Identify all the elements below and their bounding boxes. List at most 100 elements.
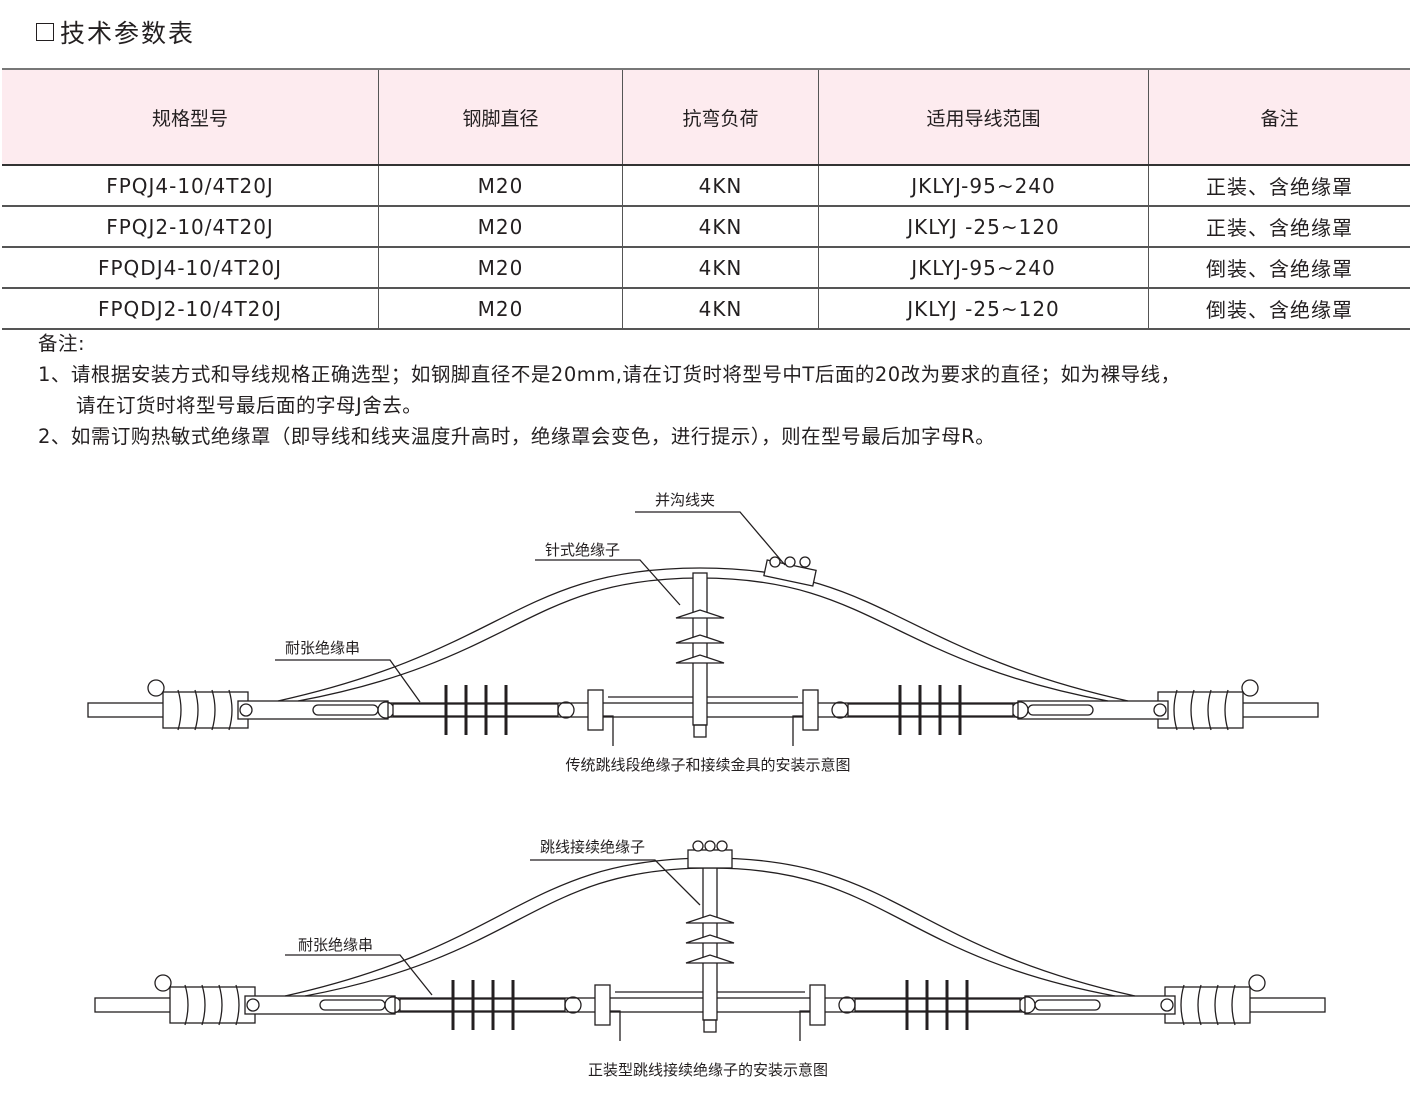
clamp-spring — [1231, 984, 1236, 1026]
cell-pin-diameter: M20 — [378, 206, 623, 248]
note-1-cont: 请在订货时将型号最后面的字母J舍去。 — [76, 394, 423, 417]
cell-model: FPQDJ2-10/4T20J — [2, 288, 379, 330]
pin-icon — [246, 998, 260, 1012]
strain-clamp — [169, 986, 256, 1024]
label-strain-string-1: 耐张绝缘串 — [285, 639, 360, 657]
cell-pin-diameter: M20 — [378, 288, 623, 330]
strain-clamp — [1157, 691, 1244, 729]
col-header-remarks: 备注 — [1148, 68, 1410, 166]
leader-line — [285, 954, 433, 996]
leader-line — [530, 859, 701, 906]
cell-remarks: 倒装、含绝缘罩 — [1148, 247, 1410, 289]
label-jumper-insulator: 跳线接续绝缘子 — [540, 838, 645, 856]
page-title: 技术参数表 — [60, 19, 196, 48]
bolt-icon — [769, 556, 781, 568]
pin-insulator-body — [692, 572, 708, 726]
bolt-icon — [564, 996, 582, 1014]
bolt-icon — [784, 556, 796, 568]
strain-clamp — [1164, 986, 1251, 1024]
pin-icon — [1153, 703, 1167, 717]
col-header-model: 规格型号 — [2, 68, 379, 166]
bolt-icon — [838, 996, 856, 1014]
clamp-spring — [1190, 689, 1195, 731]
table-header-row: 规格型号 钢脚直径 抗弯负荷 适用导线范围 备注 — [2, 68, 1410, 166]
clamp-spring — [228, 689, 233, 731]
leader-line — [275, 659, 421, 703]
clamp-spring — [201, 984, 206, 1026]
clamp-spring — [177, 689, 182, 731]
insulator-rod — [399, 998, 566, 1012]
bolt-icon — [716, 840, 728, 852]
clamp-spring — [211, 689, 216, 731]
clamp-spring — [1180, 984, 1185, 1026]
insulator-rod — [854, 998, 1021, 1012]
clamp-spring — [194, 689, 199, 731]
col-header-pin-diameter: 钢脚直径 — [378, 68, 623, 166]
strain-clamp — [162, 691, 249, 729]
insulator-shed — [685, 954, 735, 964]
diagram-2-caption: 正装型跳线接续绝缘子的安装示意图 — [588, 1061, 828, 1079]
cell-model: FPQDJ4-10/4T20J — [2, 247, 379, 289]
cell-bending-load: 4KN — [622, 247, 819, 289]
cell-conductor-range: JKLYJ -25~120 — [818, 206, 1149, 248]
bracket — [610, 1010, 621, 1041]
label-pin-insulator: 针式绝缘子 — [545, 541, 620, 559]
clamp-spring — [184, 984, 189, 1026]
pin-insulator-body — [702, 867, 718, 1021]
insulator-rod — [392, 703, 559, 717]
bracket — [799, 1010, 810, 1041]
cell-remarks: 正装、含绝缘罩 — [1148, 206, 1410, 248]
insulator-shed — [675, 609, 725, 619]
cell-conductor-range: JKLYJ-95~240 — [818, 247, 1149, 289]
leader-line — [635, 511, 786, 566]
clamp-spring — [1214, 984, 1219, 1026]
diagram-1 — [87, 511, 1319, 746]
u-bolt-clevis — [594, 984, 611, 1026]
bolt-icon — [557, 701, 575, 719]
diagram-1-caption: 传统跳线段绝缘子和接续金具的安装示意图 — [565, 756, 850, 774]
checkbox-square-icon — [36, 23, 54, 41]
jumper-clamp — [687, 849, 733, 869]
nut-icon — [693, 724, 707, 738]
cell-remarks: 倒装、含绝缘罩 — [1148, 288, 1410, 330]
cell-remarks: 正装、含绝缘罩 — [1148, 165, 1410, 207]
cell-conductor-range: JKLYJ-95~240 — [818, 165, 1149, 207]
section-title: 技术参数表 — [36, 14, 195, 50]
clamp-eye-icon — [147, 679, 165, 697]
clamp-spring — [1224, 689, 1229, 731]
insulator-shed — [675, 634, 725, 644]
u-bolt-clevis — [802, 689, 819, 731]
clamp-eye-icon — [154, 974, 172, 992]
clamp-spring — [235, 984, 240, 1026]
bracket — [603, 715, 614, 746]
clamp-eye-icon — [1241, 679, 1259, 697]
insulator-shed — [675, 654, 725, 664]
cell-pin-diameter: M20 — [378, 165, 623, 207]
col-header-conductor-range: 适用导线范围 — [818, 68, 1149, 166]
cell-conductor-range: JKLYJ -25~120 — [818, 288, 1149, 330]
nut-icon — [703, 1019, 717, 1033]
cell-bending-load: 4KN — [622, 165, 819, 207]
cell-model: FPQJ4-10/4T20J — [2, 165, 379, 207]
bolt-icon — [831, 701, 849, 719]
bracket — [792, 715, 803, 746]
label-parallel-groove-clamp: 并沟线夹 — [655, 491, 715, 509]
insulator-shed — [685, 914, 735, 924]
clamp-spring — [1197, 984, 1202, 1026]
bolt-icon — [704, 840, 716, 852]
cell-bending-load: 4KN — [622, 206, 819, 248]
cell-pin-diameter: M20 — [378, 247, 623, 289]
leader-line — [535, 559, 681, 606]
clamp-eye-icon — [1248, 974, 1266, 992]
note-2: 2、如需订购热敏式绝缘罩（即导线和线夹温度升高时，绝缘罩会变色，进行提示），则在… — [38, 425, 996, 448]
bolt-icon — [692, 840, 704, 852]
u-bolt-clevis — [587, 689, 604, 731]
pin-icon — [1160, 998, 1174, 1012]
cell-bending-load: 4KN — [622, 288, 819, 330]
